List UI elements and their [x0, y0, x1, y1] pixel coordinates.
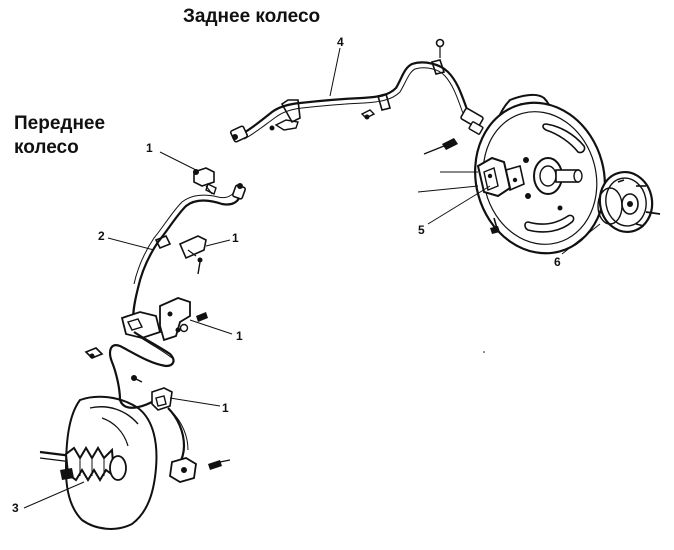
rear-sensor-harness — [229, 38, 484, 143]
rear-knuckle-and-backing-plate — [474, 93, 606, 255]
rear-wheel-heading: Заднее колесо — [183, 6, 321, 27]
callout-1-upper-clip: 1 — [146, 141, 153, 155]
callout-leaders — [23, 47, 601, 509]
callout-6-rear-hub: 6 — [554, 255, 561, 269]
callout-1-bracket: 1 — [236, 329, 243, 343]
callout-1-middle-clip: 1 — [232, 231, 239, 245]
front-wheel-heading-line1: Переднее — [14, 113, 106, 134]
rear-hub-drum — [597, 171, 661, 233]
front-wheel-heading-line2: колесо — [14, 137, 79, 158]
callout-3-front-knuckle: 3 — [12, 501, 19, 515]
front-sensor-harness — [84, 167, 246, 483]
front-knuckle-and-driveshaft — [39, 395, 158, 530]
callout-1-lower-clip: 1 — [222, 401, 229, 415]
rear-speed-sensor — [417, 138, 525, 234]
callout-5-rear-sensor: 5 — [418, 223, 425, 237]
callout-4-rear-harness: 4 — [337, 35, 344, 49]
callout-2-front-harness: 2 — [98, 229, 105, 243]
